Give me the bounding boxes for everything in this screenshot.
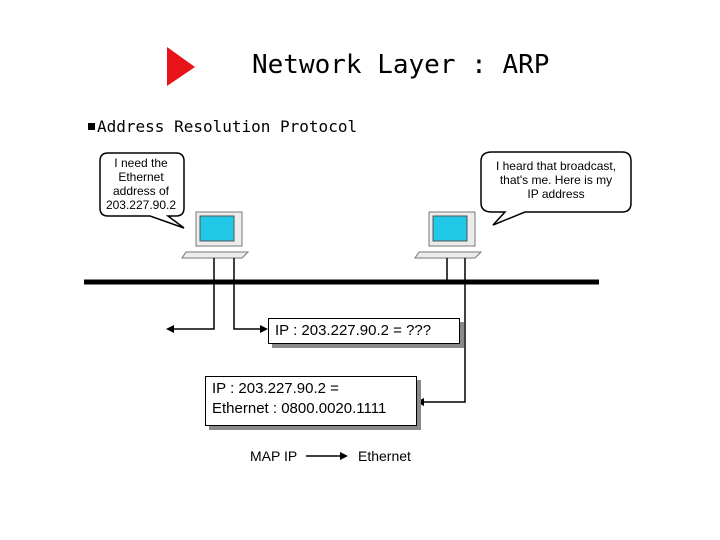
request-arrow bbox=[233, 282, 262, 330]
bubble-line: I need the bbox=[114, 156, 168, 170]
bullet-item: Address Resolution Protocol bbox=[88, 117, 357, 136]
arrow-head bbox=[416, 398, 424, 406]
right-speech-bubble bbox=[480, 151, 632, 226]
reply-arrow bbox=[422, 282, 466, 403]
play-arrow-icon bbox=[167, 47, 195, 86]
right-bubble-text: I heard that broadcast, that's me. Here … bbox=[484, 159, 628, 201]
bubble-line: 203.227.90.2 bbox=[105, 198, 177, 212]
page-title: Network Layer : ARP bbox=[252, 50, 550, 80]
computer-icon bbox=[414, 211, 483, 259]
bubble-line: I heard that broadcast, bbox=[495, 159, 617, 173]
legend-to-label: Ethernet bbox=[358, 448, 411, 464]
computer-icon bbox=[181, 211, 250, 259]
arrow-head bbox=[340, 452, 348, 460]
bullet-text: Address Resolution Protocol bbox=[97, 117, 358, 136]
legend-from-label: MAP IP bbox=[250, 448, 298, 464]
left-speech-bubble bbox=[99, 152, 185, 229]
broadcast-arrow bbox=[172, 282, 215, 330]
bubble-line: that's me. Here is my bbox=[499, 173, 613, 187]
arrow-head bbox=[260, 325, 268, 333]
bubble-line: address of bbox=[112, 184, 170, 198]
bullet-square-icon bbox=[88, 123, 95, 130]
bubble-line: IP address bbox=[527, 187, 585, 201]
bubble-line: Ethernet bbox=[118, 170, 164, 184]
arp-answer-box: IP : 203.227.90.2 = Ethernet : 0800.0020… bbox=[205, 376, 417, 426]
left-bubble-text: I need the Ethernet address of 203.227.9… bbox=[102, 156, 180, 212]
arp-query-box: IP : 203.227.90.2 = ??? bbox=[268, 318, 460, 344]
answer-line: Ethernet : 0800.0020.1111 bbox=[212, 400, 387, 417]
arrow-head bbox=[166, 325, 174, 333]
answer-line: IP : 203.227.90.2 = bbox=[212, 380, 339, 397]
